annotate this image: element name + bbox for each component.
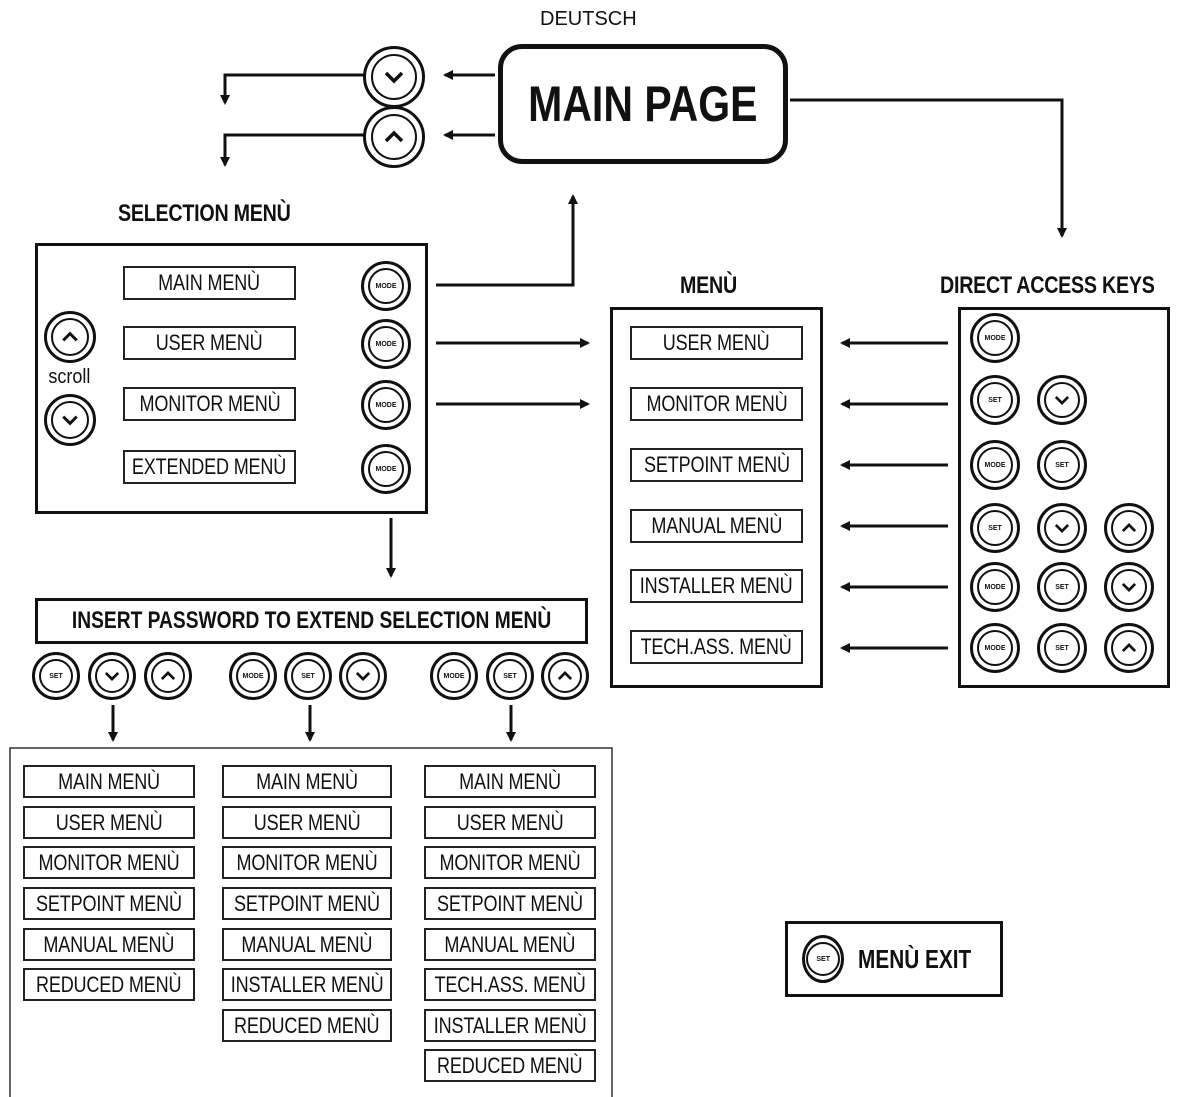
- set-button[interactable]: SET: [970, 503, 1020, 553]
- selection-menu-heading: SELECTION MENÙ: [118, 200, 291, 227]
- menu-exit-box[interactable]: SET MENÙ EXIT: [785, 921, 1003, 997]
- mode-button[interactable]: MODE: [970, 562, 1020, 612]
- up-button-top[interactable]: [363, 106, 425, 168]
- menu-item-installer[interactable]: INSTALLER MENÙ: [630, 569, 803, 603]
- menu-list-item[interactable]: USER MENÙ: [222, 806, 392, 839]
- mode-button[interactable]: MODE: [970, 313, 1020, 363]
- menu-list-item[interactable]: MONITOR MENÙ: [23, 846, 195, 879]
- main-page-box[interactable]: MAIN PAGE: [498, 44, 788, 164]
- main-page-title: MAIN PAGE: [528, 76, 758, 132]
- chevron-down-icon: [1054, 395, 1070, 405]
- chevron-down-icon: [384, 71, 404, 84]
- menu-list-item[interactable]: MAIN MENÙ: [23, 765, 195, 798]
- set-button[interactable]: SET: [486, 652, 534, 700]
- menu-list-item[interactable]: INSTALLER MENÙ: [424, 1009, 596, 1042]
- mode-button[interactable]: MODE: [361, 319, 411, 369]
- menu-list-item[interactable]: TECH.ASS. MENÙ: [424, 968, 596, 1001]
- scroll-down-button[interactable]: [44, 394, 96, 446]
- password-banner-text: INSERT PASSWORD TO EXTEND SELECTION MENÙ: [71, 607, 552, 634]
- menu-item-user[interactable]: USER MENÙ: [630, 326, 803, 360]
- arrow-main-menu-to-main-page: [436, 194, 578, 287]
- chevron-down-icon: [62, 415, 78, 426]
- down-button[interactable]: [1104, 562, 1154, 612]
- set-button[interactable]: SET: [1037, 623, 1087, 673]
- arrow-down-branch: [220, 73, 365, 105]
- menu-list-item[interactable]: SETPOINT MENÙ: [222, 887, 392, 920]
- up-button[interactable]: [1104, 623, 1154, 673]
- language-label: DEUTSCH: [540, 8, 637, 30]
- menu-exit-label: MENÙ EXIT: [858, 943, 972, 974]
- menu-item-techass[interactable]: TECH.ASS. MENÙ: [630, 630, 803, 664]
- scroll-label: scroll: [48, 366, 91, 388]
- set-button[interactable]: SET: [32, 652, 80, 700]
- down-button[interactable]: [88, 652, 136, 700]
- chevron-up-icon: [160, 671, 176, 681]
- chevron-up-icon: [62, 331, 78, 342]
- direct-access-heading: DIRECT ACCESS KEYS: [940, 272, 1155, 299]
- arrow-up-branch: [220, 133, 365, 167]
- chevron-down-icon: [1121, 582, 1137, 592]
- up-button[interactable]: [144, 652, 192, 700]
- selection-item-user[interactable]: USER MENÙ: [123, 326, 296, 360]
- menu-list-item[interactable]: USER MENÙ: [23, 806, 195, 839]
- menu-list-item[interactable]: INSTALLER MENÙ: [222, 968, 392, 1001]
- chevron-up-icon: [1121, 643, 1137, 653]
- mode-button[interactable]: MODE: [229, 652, 277, 700]
- set-button[interactable]: SET: [1037, 440, 1087, 490]
- arrow-main-to-direct: [790, 98, 1067, 238]
- menu-item-monitor[interactable]: MONITOR MENÙ: [630, 387, 803, 421]
- menu-list-item[interactable]: MONITOR MENÙ: [424, 846, 596, 879]
- menu-list-item[interactable]: REDUCED MENÙ: [222, 1009, 392, 1042]
- mode-button[interactable]: MODE: [970, 440, 1020, 490]
- set-button[interactable]: SET: [970, 375, 1020, 425]
- menu-list-item[interactable]: SETPOINT MENÙ: [424, 887, 596, 920]
- password-banner: INSERT PASSWORD TO EXTEND SELECTION MENÙ: [35, 598, 588, 644]
- menu-list-item[interactable]: SETPOINT MENÙ: [23, 887, 195, 920]
- set-button[interactable]: SET: [802, 935, 845, 983]
- up-button[interactable]: [541, 652, 589, 700]
- chevron-up-icon: [384, 130, 404, 143]
- mode-button[interactable]: MODE: [361, 380, 411, 430]
- menu-list-item[interactable]: REDUCED MENÙ: [424, 1049, 596, 1082]
- mode-button[interactable]: MODE: [361, 261, 411, 311]
- selection-item-main[interactable]: MAIN MENÙ: [123, 266, 296, 300]
- chevron-up-icon: [1121, 523, 1137, 533]
- chevron-down-icon: [104, 671, 120, 681]
- menu-heading: MENÙ: [680, 272, 737, 299]
- scroll-up-button[interactable]: [44, 311, 96, 363]
- mode-button[interactable]: MODE: [361, 444, 411, 494]
- menu-item-setpoint[interactable]: SETPOINT MENÙ: [630, 448, 803, 482]
- menu-item-manual[interactable]: MANUAL MENÙ: [630, 509, 803, 543]
- menu-list-item[interactable]: MANUAL MENÙ: [23, 928, 195, 961]
- mode-button[interactable]: MODE: [970, 623, 1020, 673]
- menu-list-item[interactable]: MAIN MENÙ: [222, 765, 392, 798]
- chevron-up-icon: [557, 671, 573, 681]
- bottom-container: [9, 747, 613, 1097]
- mode-button[interactable]: MODE: [430, 652, 478, 700]
- set-button[interactable]: SET: [284, 652, 332, 700]
- down-button[interactable]: [1037, 503, 1087, 553]
- down-button[interactable]: [1037, 375, 1087, 425]
- menu-list-item[interactable]: MONITOR MENÙ: [222, 846, 392, 879]
- menu-list-item[interactable]: MANUAL MENÙ: [424, 928, 596, 961]
- chevron-down-icon: [1054, 523, 1070, 533]
- selection-item-monitor[interactable]: MONITOR MENÙ: [123, 387, 296, 421]
- down-button[interactable]: [339, 652, 387, 700]
- menu-list-item[interactable]: MANUAL MENÙ: [222, 928, 392, 961]
- menu-box: [610, 307, 823, 688]
- menu-list-item[interactable]: REDUCED MENÙ: [23, 968, 195, 1001]
- selection-item-extended[interactable]: EXTENDED MENÙ: [123, 450, 296, 484]
- up-button[interactable]: [1104, 503, 1154, 553]
- menu-list-item[interactable]: USER MENÙ: [424, 806, 596, 839]
- chevron-down-icon: [355, 671, 371, 681]
- down-button-top[interactable]: [363, 46, 425, 108]
- menu-list-item[interactable]: MAIN MENÙ: [424, 765, 596, 798]
- set-button[interactable]: SET: [1037, 562, 1087, 612]
